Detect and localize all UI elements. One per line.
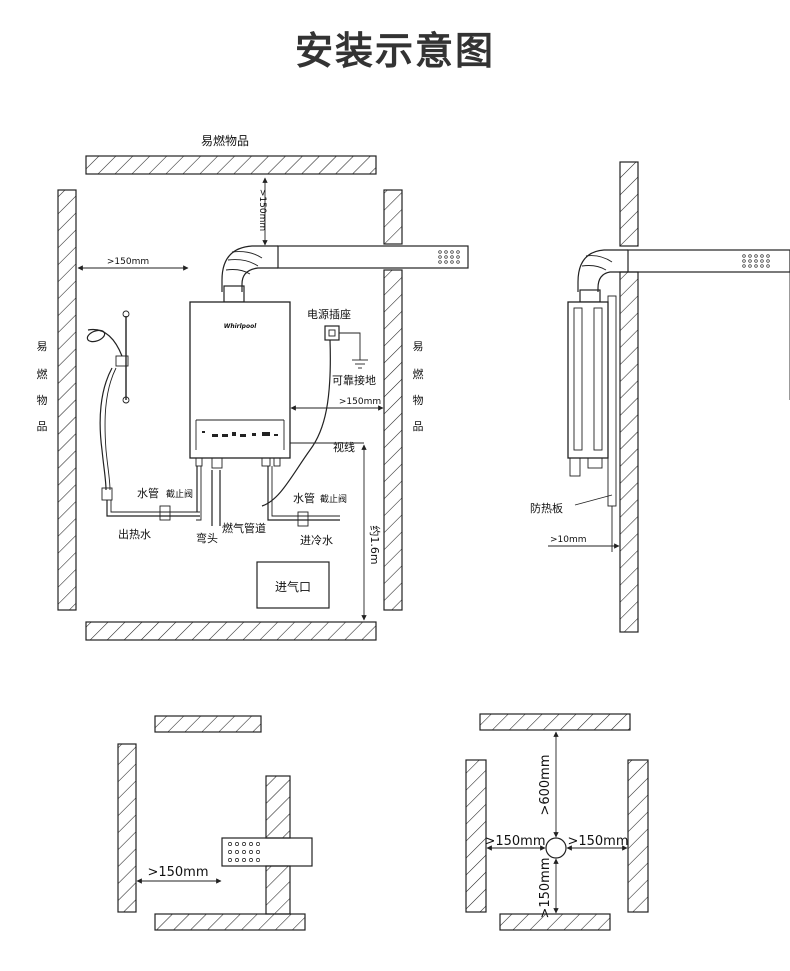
socket-label: 电源插座 — [307, 307, 351, 321]
flammable-left-1: 易 — [37, 340, 48, 353]
bottom-left-dim-label: >150mm — [147, 865, 208, 880]
right-plumbing — [267, 466, 340, 527]
bottom-left-detail: >150mm — [117, 715, 313, 931]
left-wall-hatch — [57, 189, 77, 611]
svg-text:Whirlpool: Whirlpool — [224, 323, 258, 330]
shower-assembly — [86, 310, 130, 491]
dim-right-150-label: >150mm — [567, 834, 628, 849]
height-label: 约1.6m — [368, 525, 381, 564]
cold-in-label: 进冷水 — [300, 534, 333, 547]
water-pipe-right-label: 水管 — [293, 491, 315, 505]
hot-out-label: 出热水 — [118, 527, 151, 541]
power-cord — [261, 339, 331, 507]
valve-right-label: 截止阀 — [320, 493, 347, 505]
flammable-top-label: 易燃物品 — [201, 133, 249, 148]
side-wall-upper — [619, 161, 639, 247]
side-wall-lower — [619, 271, 639, 633]
bottom-right-detail: >600mm >150mm >150mm >150mm — [465, 713, 649, 931]
heat-shield-label: 防热板 — [530, 501, 563, 515]
ground-label: 可靠接地 — [332, 373, 376, 387]
gap-label: >10mm — [550, 535, 587, 545]
left-plumbing — [101, 466, 221, 526]
air-inlet-box — [256, 561, 330, 609]
dim-600-label: >600mm — [538, 754, 553, 815]
flammable-right-4: 品 — [413, 420, 424, 433]
water-heater-body: Whirlpool — [189, 301, 291, 469]
dim-right-label: >150mm — [339, 397, 381, 407]
gas-pipe-label: 燃气管道 — [222, 521, 266, 535]
right-wall-upper — [383, 189, 403, 245]
right-wall-lower — [383, 269, 403, 611]
ceiling-hatch — [85, 155, 377, 175]
floor-hatch — [85, 621, 377, 641]
sightline-label: 视线 — [333, 440, 355, 454]
heat-shield-leader — [574, 494, 613, 506]
elbow-label: 弯头 — [196, 531, 218, 545]
dim-top-label: >150mm — [257, 189, 267, 231]
dim-left-150-label: >150mm — [484, 834, 545, 849]
main-front-view: 易燃物品 易 燃 物 品 易 燃 物 品 — [37, 133, 469, 641]
page-title: 安装示意图 — [294, 29, 495, 73]
valve-left-label: 截止阀 — [166, 488, 193, 500]
power-socket — [324, 325, 368, 369]
side-view: 防热板 >10mm — [530, 161, 790, 633]
flue-outlet-circle — [545, 837, 567, 859]
flammable-right-2: 燃 — [413, 367, 424, 381]
flammable-left-4: 品 — [37, 420, 48, 433]
air-inlet-label: 进气口 — [275, 579, 311, 594]
flammable-right-3: 物 — [413, 393, 424, 407]
flammable-left-2: 燃 — [37, 367, 48, 381]
dim-left-label: >150mm — [107, 257, 149, 267]
dim-bottom-150-label: >150mm — [538, 857, 553, 918]
flammable-left-3: 物 — [37, 393, 48, 407]
flue-pipe — [221, 245, 469, 303]
water-pipe-left-label: 水管 — [137, 486, 159, 500]
flammable-right-1: 易 — [413, 340, 424, 353]
